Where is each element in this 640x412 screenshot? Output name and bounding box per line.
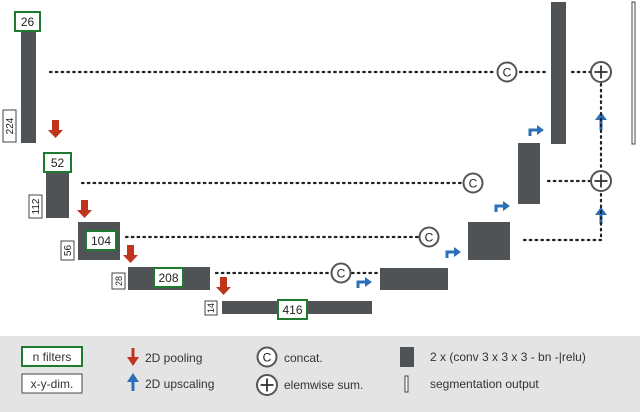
decoder-block-2 [518,143,540,204]
svg-text:segmentation output: segmentation output [430,377,539,391]
dim-label-4: 28 [111,272,126,290]
svg-text:26: 26 [21,15,35,29]
svg-text:concat.: concat. [284,351,323,365]
svg-text:2D pooling: 2D pooling [145,351,202,365]
svg-text:104: 104 [91,234,111,248]
sum-up-arrow-2 [595,207,607,224]
concat-symbol-1: C [496,61,518,83]
svg-text:elemwise sum.: elemwise sum. [284,378,363,392]
svg-text:C: C [337,267,346,281]
svg-text:C: C [503,66,512,80]
dim-label-1: 224 [2,109,17,143]
legend: n filters x-y-dim. 2D pooling 2D upscali… [0,336,640,412]
svg-text:2D upscaling: 2D upscaling [145,377,214,391]
filter-label-1: 26 [14,11,41,32]
pool-arrow-1 [48,120,63,138]
svg-text:56: 56 [63,245,74,257]
upscale-arrow-3 [494,201,510,212]
svg-text:208: 208 [158,271,178,285]
legend-elemwise: elemwise sum. [256,374,363,396]
segmentation-bar-icon [404,375,409,393]
legend-background [0,336,640,412]
legend-upscaling: 2D upscaling [127,373,214,391]
upscale-arrow-icon [127,373,139,391]
svg-text:C: C [263,351,272,365]
svg-text:n filters: n filters [33,350,72,364]
svg-text:112: 112 [31,198,42,214]
decoder-block-3 [468,222,510,260]
legend-filters: n filters [21,346,83,367]
legend-segmentation: segmentation output [404,375,539,393]
encoder-block-2 [46,170,69,218]
filter-label-2: 52 [43,152,72,173]
filter-label-4: 208 [153,267,184,288]
svg-text:52: 52 [51,156,65,170]
elemwise-sum-symbol-1 [590,61,612,83]
upscale-arrow-2 [445,247,461,258]
upscale-arrow-1 [356,277,372,288]
legend-pooling: 2D pooling [127,348,202,366]
pool-arrow-2 [77,200,92,218]
pool-arrow-3 [123,245,138,263]
upscale-arrow-4 [528,125,544,136]
segmentation-output-bar [631,1,636,145]
filter-label-3: 104 [85,230,117,251]
concat-symbol-4: C [330,262,352,284]
svg-text:x-y-dim.: x-y-dim. [31,377,74,391]
elemwise-sum-symbol-2 [590,170,612,192]
svg-text:416: 416 [282,303,302,317]
legend-dim: x-y-dim. [21,373,83,394]
dim-label-5: 14 [204,300,218,316]
plus-circle-icon [256,374,278,396]
svg-text:2 x (conv 3 x 3 x 3 - bn -|rel: 2 x (conv 3 x 3 x 3 - bn -|relu) [430,350,586,364]
pool-arrow-4 [216,277,231,295]
svg-text:C: C [469,177,478,191]
dim-label-3: 56 [60,240,75,261]
concat-symbol-2: C [462,172,484,194]
dim-label-2: 112 [28,194,43,219]
svg-text:28: 28 [114,276,124,286]
svg-text:14: 14 [206,303,216,313]
encoder-block-1 [21,12,36,143]
legend-concat: C concat. [256,346,323,368]
legend-block: 2 x (conv 3 x 3 x 3 - bn -|relu) [400,347,586,367]
filter-label-5: 416 [277,299,308,320]
svg-text:224: 224 [5,117,16,134]
pool-arrow-icon [127,348,139,366]
decoder-block-1 [551,2,566,144]
decoder-block-4 [380,268,448,290]
svg-text:C: C [425,231,434,245]
concat-icon: C [256,346,278,368]
block-icon [400,347,414,367]
concat-symbol-3: C [418,226,440,248]
